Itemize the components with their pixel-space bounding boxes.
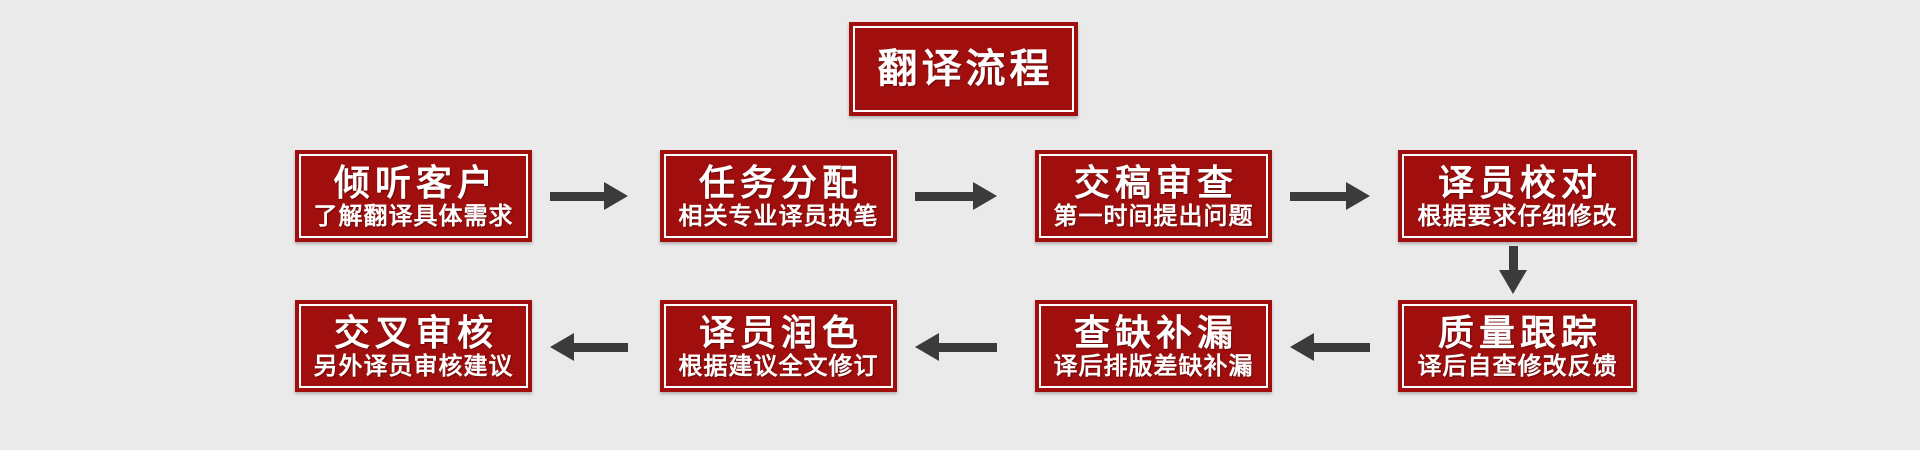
step-cross-review: 交叉审核 另外译员审核建议: [295, 300, 532, 392]
step-subtitle: 译后自查修改反馈: [1417, 352, 1618, 380]
step-title: 查缺补漏: [1073, 311, 1238, 353]
step-subtitle: 译后排版差缺补漏: [1053, 352, 1254, 380]
arrow-left-icon: [550, 333, 628, 361]
step-subtitle: 第一时间提出问题: [1053, 202, 1254, 230]
step-listen-to-client: 倾听客户 了解翻译具体需求: [295, 150, 532, 242]
step-fill-gaps: 查缺补漏 译后排版差缺补漏: [1035, 300, 1272, 392]
step-title: 质量跟踪: [1437, 311, 1602, 353]
step-translator-proofreading: 译员校对 根据要求仔细修改: [1398, 150, 1637, 242]
step-subtitle: 另外译员审核建议: [313, 352, 514, 380]
flowchart-title-inner: 翻译流程: [853, 26, 1074, 112]
step-quality-tracking: 质量跟踪 译后自查修改反馈: [1398, 300, 1637, 392]
arrow-left-icon: [915, 333, 997, 361]
arrow-right-icon: [915, 182, 997, 210]
step-title: 译员校对: [1437, 161, 1602, 203]
arrow-down-icon: [1499, 246, 1527, 294]
step-subtitle: 了解翻译具体需求: [313, 202, 514, 230]
step-subtitle: 根据要求仔细修改: [1417, 202, 1618, 230]
arrow-right-icon: [1290, 182, 1370, 210]
flowchart-title-box: 翻译流程: [849, 22, 1078, 116]
step-translator-polishing: 译员润色 根据建议全文修订: [660, 300, 897, 392]
step-title: 交叉审核: [333, 311, 498, 353]
arrow-right-icon: [550, 182, 628, 210]
step-task-assignment: 任务分配 相关专业译员执笔: [660, 150, 897, 242]
step-title: 倾听客户: [333, 161, 498, 203]
step-title: 交稿审查: [1073, 161, 1238, 203]
flowchart-title: 翻译流程: [877, 47, 1054, 91]
step-draft-review: 交稿审查 第一时间提出问题: [1035, 150, 1272, 242]
arrow-left-icon: [1290, 333, 1370, 361]
step-subtitle: 相关专业译员执笔: [678, 202, 879, 230]
step-title: 译员润色: [698, 311, 863, 353]
step-title: 任务分配: [698, 161, 863, 203]
step-subtitle: 根据建议全文修订: [678, 352, 879, 380]
